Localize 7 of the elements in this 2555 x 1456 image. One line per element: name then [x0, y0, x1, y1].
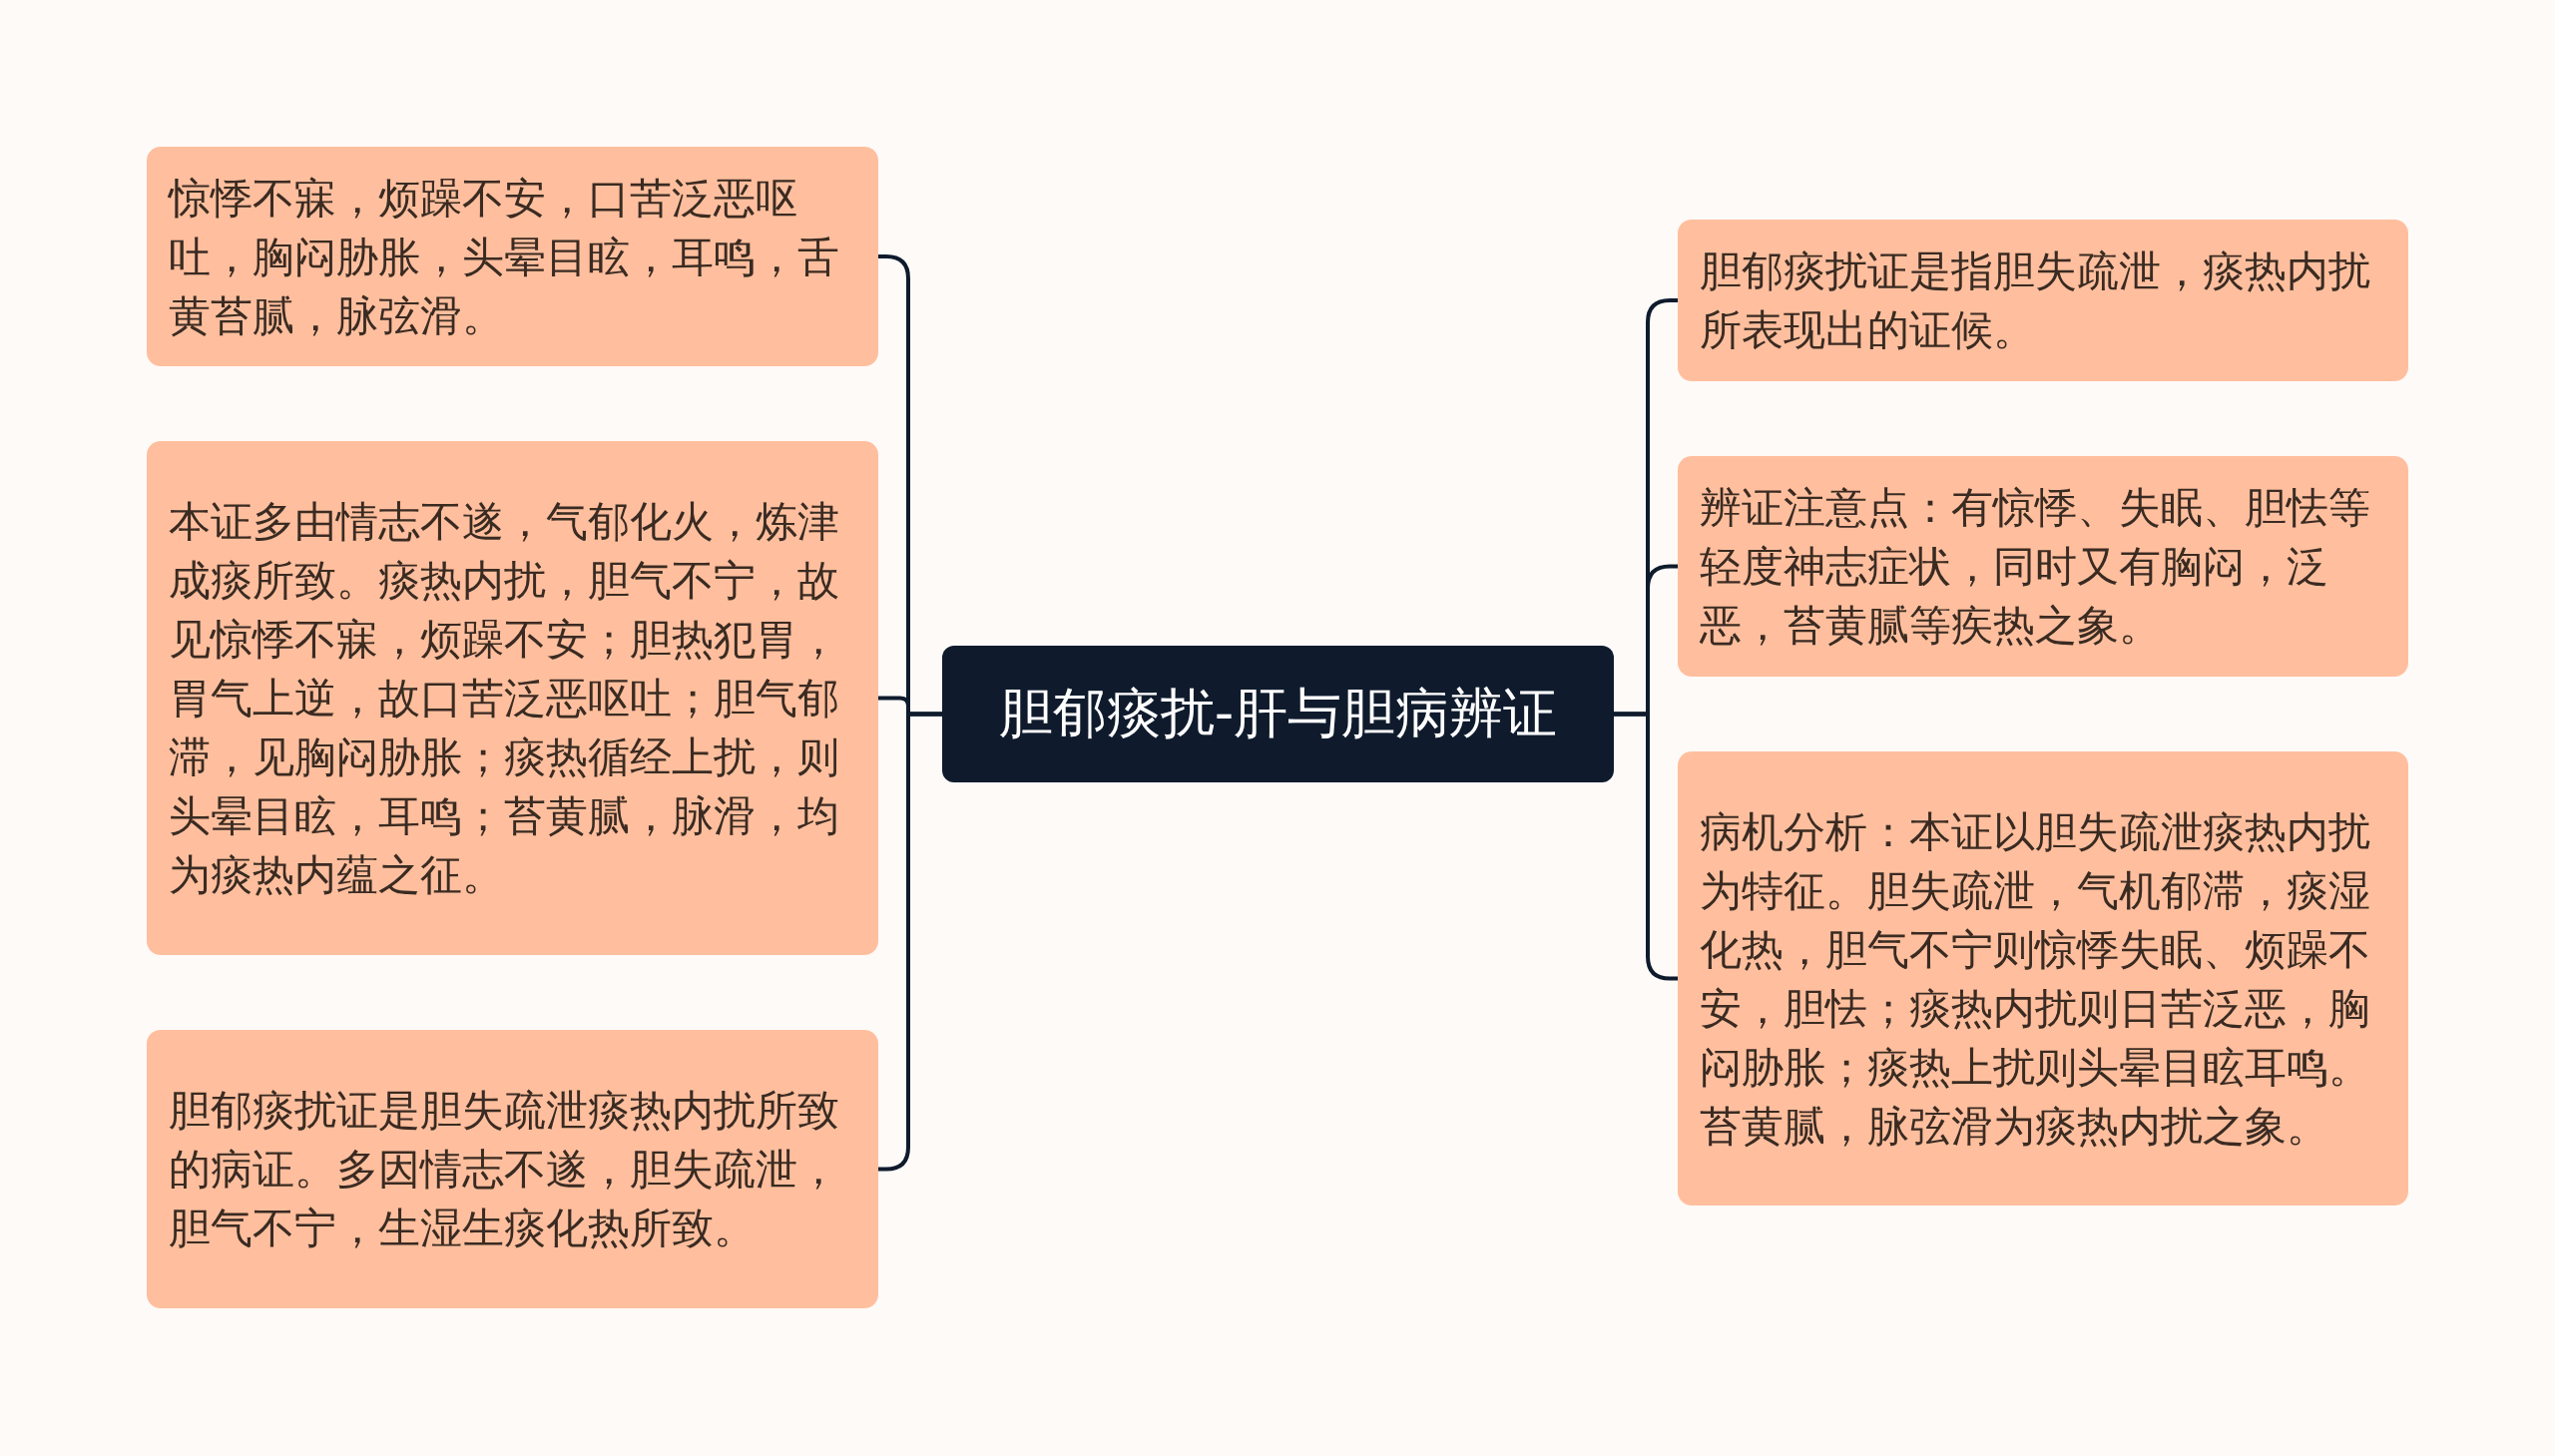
note-card: 辨证注意点：有惊悸、失眠、胆怯等轻度神志症状，同时又有胸闷，泛恶，苔黄腻等疾热之象。: [1678, 456, 2408, 677]
topic-box: 胆郁痰扰-肝与胆病辨证: [942, 646, 1614, 782]
note-card: 本证多由情志不遂，气郁化火，炼津成痰所致。痰热内扰，胆气不宁，故见惊悸不寐，烦躁不安；胆热犯胃，胃气上逆，故口苦泛恶呕吐；胆气郁滞，见胸闷胁胀；痰热循经上扰，则头晕目眩，耳鸣；苔黄腻，脉滑，均为痰热内蕴之征。: [147, 441, 878, 955]
note-card: 胆郁痰扰证是指胆失疏泄，痰热内扰所表现出的证候。: [1678, 220, 2408, 381]
note-card: 惊悸不寐，烦躁不安，口苦泛恶呕吐，胸闷胁胀，头晕目眩，耳鸣，舌黄苔腻，脉弦滑。: [147, 147, 878, 366]
note-card: 胆郁痰扰证是胆失疏泄痰热内扰所致的病证。多因情志不遂，胆失疏泄，胆气不宁，生湿生痰化热所致。: [147, 1030, 878, 1308]
note-card: 病机分析：本证以胆失疏泄痰热内扰为特征。胆失疏泄，气机郁滞，痰湿化热，胆气不宁则惊悸失眠、烦躁不安，胆怯；痰热内扰则日苦泛恶，胸闷胁胀；痰热上扰则头晕目眩耳鸣。苔黄腻，脉弦滑为痰热内扰之象。: [1678, 751, 2408, 1206]
